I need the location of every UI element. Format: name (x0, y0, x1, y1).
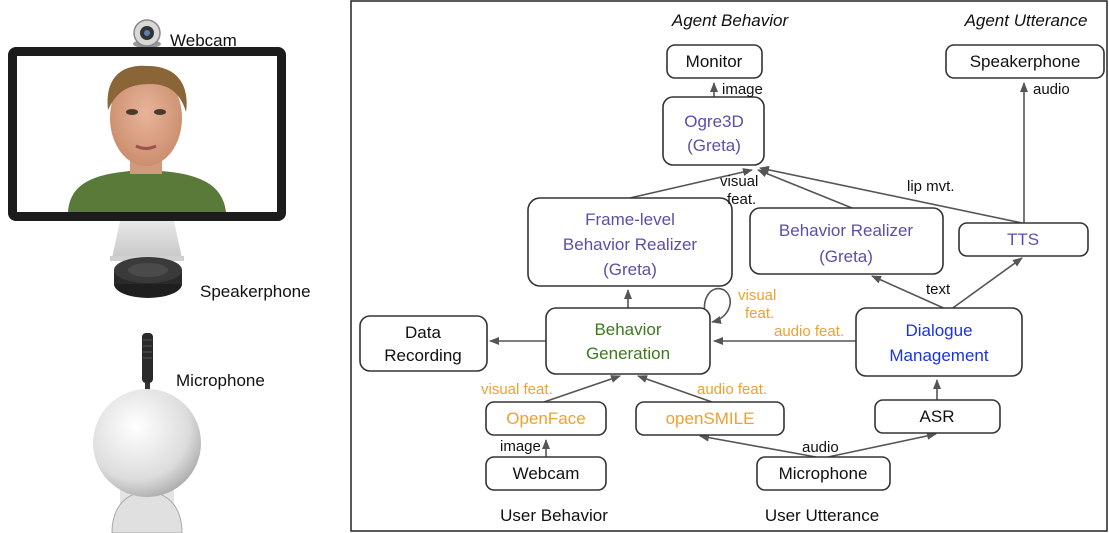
node-microphone-label: Microphone (779, 464, 868, 483)
agent-avatar (68, 65, 226, 212)
node-behavior-realizer-label-1: Behavior Realizer (779, 221, 914, 240)
header-user-utterance: User Utterance (765, 506, 879, 525)
node-behavior-realizer-label-2: (Greta) (819, 247, 873, 266)
node-tts (958, 222, 1089, 257)
edge-label-audio-bottom: audio (802, 439, 839, 456)
monitor-icon (8, 47, 286, 221)
node-webcam (485, 456, 607, 491)
diagram-frame (350, 0, 1108, 532)
node-data-recording-label-1: Data (405, 323, 441, 342)
node-asr-label: ASR (920, 407, 955, 426)
node-frame-realizer (527, 197, 733, 287)
header-agent-behavior: Agent Behavior (671, 11, 790, 30)
node-speakerphone (945, 44, 1105, 79)
node-tts-label: TTS (1007, 230, 1039, 249)
edge-label-visual-feat-openface: visual feat. (481, 381, 553, 398)
node-asr (874, 399, 1001, 434)
edge-tts-ogre (759, 165, 1023, 224)
edge-label-image-top: image (722, 81, 763, 98)
node-data-recording-label-2: Recording (384, 346, 462, 365)
architecture-diagram: Agent Behavior Agent Utterance User Beha… (350, 0, 1108, 532)
node-frame-realizer-label-3: (Greta) (603, 260, 657, 279)
edge-dm-realizer (871, 275, 949, 311)
node-ogre3d (662, 96, 765, 166)
node-opensmile (635, 401, 785, 436)
edge-label-audio-top: audio (1033, 81, 1070, 98)
node-behavior-generation (545, 307, 711, 375)
node-monitor (666, 44, 763, 79)
speakerphone-label: Speakerphone (200, 282, 311, 301)
edge-frame-ogre (629, 168, 753, 199)
webcam-label: Webcam (170, 31, 237, 50)
edge-label-image-bottom: image (500, 438, 541, 455)
header-user-behavior: User Behavior (500, 506, 608, 525)
node-openface (485, 401, 607, 436)
edge-label-audio-feat-dm: audio feat. (774, 323, 844, 340)
node-speakerphone-label: Speakerphone (970, 52, 1081, 71)
node-behavior-generation-label-1: Behavior (594, 320, 661, 339)
user-figure-icon (93, 389, 201, 533)
edge-label-loop-visual-1: visual (738, 287, 776, 304)
node-microphone (756, 456, 891, 491)
node-opensmile-label: openSMILE (666, 409, 755, 428)
node-frame-realizer-label-1: Frame-level (585, 210, 675, 229)
edge-label-visual-feat-1: visual (720, 173, 758, 190)
edges (489, 82, 1028, 458)
webcam-icon (133, 19, 161, 48)
edge-openface-gen (543, 375, 621, 403)
node-dialogue-management (855, 307, 1023, 377)
setup-illustration: Webcam Speakerphone Microphone (8, 19, 311, 533)
node-data-recording (359, 315, 488, 372)
node-ogre3d-label-1: Ogre3D (684, 112, 744, 131)
edge-label-visual-feat-2: feat. (727, 191, 756, 208)
microphone-label: Microphone (176, 371, 265, 390)
speakerphone-icon (114, 257, 182, 298)
node-behavior-generation-label-2: Generation (586, 344, 670, 363)
microphone-icon (142, 333, 153, 395)
node-dialogue-management-label-1: Dialogue (905, 321, 972, 340)
edge-label-audio-feat-opensmile: audio feat. (697, 381, 767, 398)
edge-realizer-ogre (757, 169, 853, 209)
header-agent-utterance: Agent Utterance (964, 11, 1088, 30)
edge-label-lip-mvt: lip mvt. (907, 178, 955, 195)
edge-opensmile-gen (637, 375, 713, 403)
edge-mic-opensmile (699, 433, 817, 458)
edge-label-loop-visual-2: feat. (745, 305, 774, 322)
edge-label-text: text (926, 281, 951, 298)
node-frame-realizer-label-2: Behavior Realizer (563, 235, 698, 254)
node-dialogue-management-label-2: Management (889, 346, 989, 365)
node-ogre3d-label-2: (Greta) (687, 136, 741, 155)
node-openface-label: OpenFace (506, 409, 585, 428)
edge-gen-loop (703, 287, 732, 324)
edge-mic-asr (827, 431, 937, 458)
monitor-stand-icon (110, 221, 184, 261)
node-behavior-realizer (749, 207, 944, 275)
node-webcam-label: Webcam (513, 464, 580, 483)
node-monitor-label: Monitor (686, 52, 743, 71)
edge-dm-tts (949, 257, 1023, 311)
